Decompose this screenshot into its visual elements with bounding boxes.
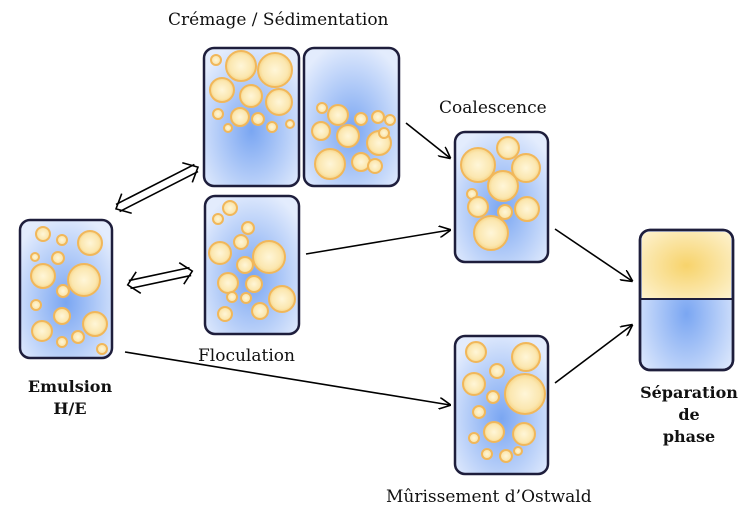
oil-droplet — [513, 446, 523, 456]
oil-droplet — [210, 54, 222, 66]
oil-droplet — [208, 241, 232, 265]
oil-droplet — [512, 422, 536, 446]
oil-droplet — [217, 272, 239, 294]
oil-droplet — [378, 127, 390, 139]
arrow-ostwald-to-separation — [554, 325, 632, 384]
oil-droplet — [472, 405, 486, 419]
oil-droplet — [56, 336, 68, 348]
oil-droplet — [30, 299, 42, 311]
oil-droplet — [316, 102, 328, 114]
oil-droplet — [354, 112, 368, 126]
oil-droplet — [514, 196, 540, 222]
oil-droplet — [511, 342, 541, 372]
coalescence-container — [453, 130, 550, 264]
ostwald-container — [453, 334, 550, 476]
arrow-to-coalescence-from-flocculation — [305, 230, 450, 255]
oil-droplet — [71, 330, 85, 344]
label-flocculation: Floculation — [198, 346, 295, 366]
label-emulsion: Emulsion H/E — [10, 376, 130, 420]
oil-droplet — [212, 108, 224, 120]
oil-droplet — [241, 221, 255, 235]
oil-droplet — [483, 421, 505, 443]
oil-droplet — [489, 363, 505, 379]
oil-droplet — [285, 119, 295, 129]
double-arrow-creaming — [114, 161, 200, 215]
oil-droplet — [30, 252, 40, 262]
oil-droplet — [462, 372, 486, 396]
oil-droplet — [225, 50, 257, 82]
oil-droplet — [222, 200, 238, 216]
oil-droplet — [497, 204, 513, 220]
oil-droplet — [245, 275, 263, 293]
label-emulsion-line2: H/E — [53, 399, 87, 418]
oil-droplet — [252, 240, 286, 274]
oil-droplet — [467, 196, 489, 218]
oil-droplet — [367, 158, 383, 174]
oil-droplet — [511, 153, 541, 183]
oil-droplet — [266, 121, 278, 133]
label-separation-line1: Séparation — [640, 383, 738, 402]
oil-droplet — [236, 256, 254, 274]
oil-droplet — [251, 302, 269, 320]
creaming-container — [202, 46, 301, 188]
oil-droplet — [51, 251, 65, 265]
oil-droplet — [257, 52, 293, 88]
oil-droplet — [53, 307, 71, 325]
label-coalescence: Coalescence — [439, 98, 547, 118]
flocculation-container — [203, 194, 301, 336]
oil-droplet — [35, 226, 51, 242]
oil-droplet — [56, 284, 70, 298]
oil-droplet — [499, 449, 513, 463]
oil-droplet — [56, 234, 68, 246]
oil-droplet — [384, 114, 396, 126]
label-creaming-sedimentation: Crémage / Sédimentation — [168, 10, 389, 30]
oil-droplet — [240, 292, 252, 304]
oil-droplet — [496, 136, 520, 160]
oil-droplet — [481, 448, 493, 460]
oil-droplet — [371, 110, 385, 124]
oil-droplet — [67, 263, 101, 297]
oil-droplet — [217, 306, 233, 322]
oil-droplet — [486, 390, 500, 404]
oil-droplet — [239, 84, 263, 108]
phase-separation-container — [638, 228, 735, 372]
arrow-coalescence-to-separation — [554, 228, 632, 281]
oil-droplet — [314, 148, 346, 180]
oil-droplet — [223, 123, 233, 133]
arrow-to-ostwald — [124, 351, 450, 405]
oil-droplet — [460, 147, 496, 183]
label-emulsion-line1: Emulsion — [27, 377, 113, 396]
oil-droplet — [473, 215, 509, 251]
oil-droplet — [468, 432, 480, 444]
oil-droplet — [230, 107, 250, 127]
label-phase-separation: Séparation de phase — [634, 382, 744, 448]
oil-droplet — [504, 373, 546, 415]
oil-droplet — [77, 230, 103, 256]
oil-droplet — [96, 343, 108, 355]
oil-droplet — [209, 77, 235, 103]
label-separation-line3: phase — [662, 427, 716, 446]
oil-droplet — [311, 121, 331, 141]
arrow-to-coalescence-from-creaming — [405, 122, 450, 158]
label-ostwald-ripening: Mûrissement d’Ostwald — [386, 487, 592, 507]
oil-droplet — [487, 170, 519, 202]
emulsion-container — [18, 218, 114, 360]
oil-droplet — [268, 285, 296, 313]
sedimentation-container — [302, 46, 401, 188]
oil-droplet — [327, 104, 349, 126]
oil-droplet — [465, 341, 487, 363]
double-arrow-flocculation — [126, 261, 194, 295]
oil-droplet — [30, 263, 56, 289]
oil-droplet — [82, 311, 108, 337]
oil-droplet — [226, 291, 238, 303]
oil-droplet — [351, 152, 371, 172]
oil-droplet — [336, 124, 360, 148]
oil-droplet — [251, 112, 265, 126]
label-separation-line2: de — [678, 405, 700, 424]
oil-droplet — [212, 213, 224, 225]
oil-droplet — [31, 320, 53, 342]
oil-droplet — [265, 88, 293, 116]
oil-droplet — [233, 234, 249, 250]
